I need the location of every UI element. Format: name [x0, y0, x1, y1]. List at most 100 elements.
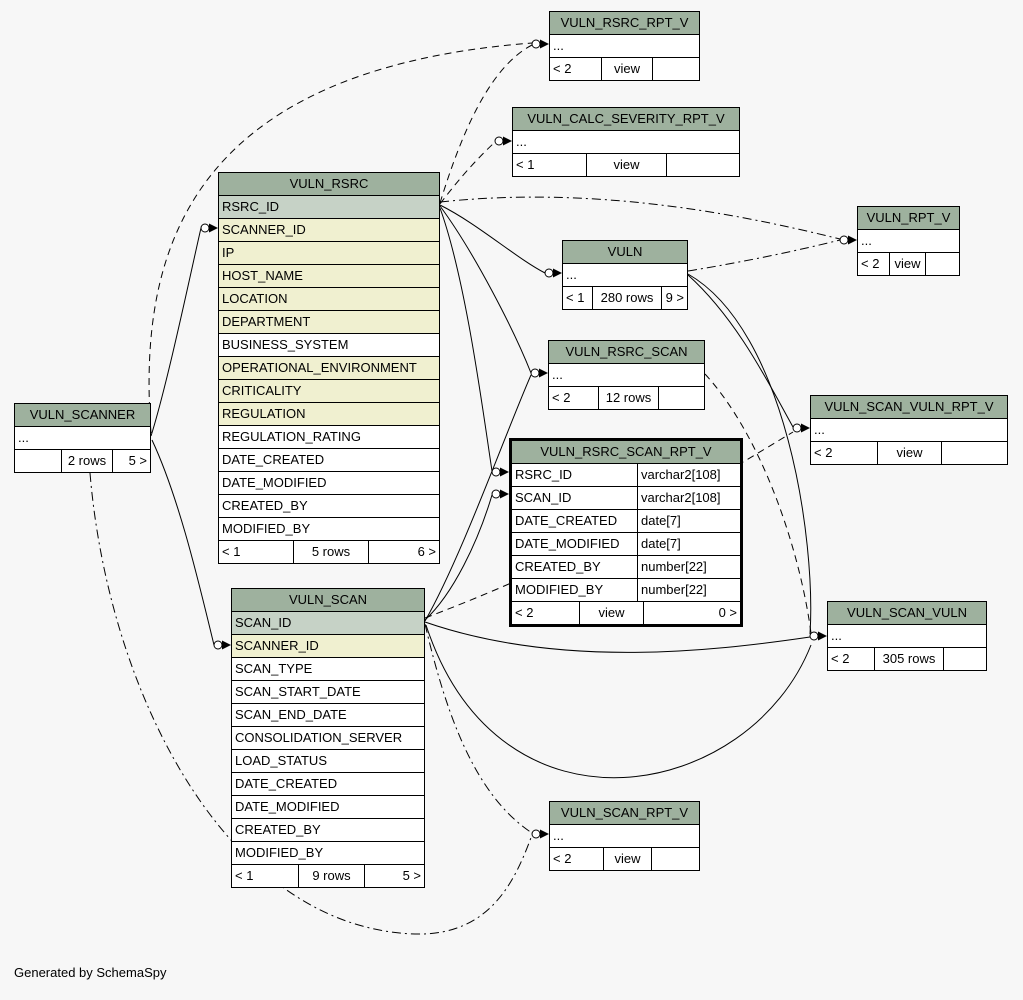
footer-cell: view: [579, 602, 643, 624]
connector-vuln_scan_vuln: [809, 631, 827, 641]
column-row[interactable]: ...: [563, 264, 687, 287]
column-row[interactable]: CREATED_BY: [219, 495, 439, 518]
column-row[interactable]: ...: [828, 625, 986, 648]
column-row[interactable]: DATE_MODIFIED: [219, 472, 439, 495]
table-title[interactable]: VULN_RSRC: [219, 173, 439, 196]
column-row[interactable]: REGULATION: [219, 403, 439, 426]
table-title[interactable]: VULN: [563, 241, 687, 264]
column-name: MODIFIED_BY: [222, 521, 311, 536]
column-type: varchar2[108]: [637, 464, 740, 486]
column-name: SCAN_TYPE: [235, 661, 313, 676]
column-row[interactable]: LOAD_STATUS: [232, 750, 424, 773]
column-name: OPERATIONAL_ENVIRONMENT: [222, 360, 417, 375]
column-row[interactable]: LOCATION: [219, 288, 439, 311]
edge-vuln-vuln_scan_vuln: [687, 273, 812, 635]
column-name: SCAN_END_DATE: [235, 707, 347, 722]
footer-cell: 6 >: [368, 541, 439, 563]
column-row[interactable]: ...: [513, 131, 739, 154]
footer-cell: < 1: [566, 290, 585, 305]
column-name: DATE_MODIFIED: [222, 475, 327, 490]
column-row[interactable]: MODIFIED_BY: [219, 518, 439, 541]
column-row[interactable]: ...: [15, 427, 150, 450]
table-title[interactable]: VULN_RPT_V: [858, 207, 959, 230]
footer-cell: 12 rows: [598, 387, 658, 409]
column-row[interactable]: RSRC_ID: [219, 196, 439, 219]
footer-cell: < 1: [235, 868, 254, 883]
edge-vuln_rsrc-vuln: [439, 204, 546, 274]
connector-vuln_calc_severity_rpt_v: [494, 136, 512, 146]
footer-cell: view: [889, 253, 925, 275]
column-row[interactable]: SCANNER_ID: [219, 219, 439, 242]
column-row[interactable]: SCAN_TYPE: [232, 658, 424, 681]
table-title[interactable]: VULN_SCAN_RPT_V: [550, 802, 699, 825]
connector-vuln_rsrc_scan: [530, 368, 548, 378]
footer-cell: 5 >: [112, 450, 150, 472]
table-title[interactable]: VULN_RSRC_SCAN_RPT_V: [512, 441, 740, 464]
column-row[interactable]: ...: [858, 230, 959, 253]
column-name: CRITICALITY: [222, 383, 302, 398]
column-row[interactable]: DATE_CREATED: [232, 773, 424, 796]
column-row[interactable]: ...: [549, 364, 704, 387]
footer-cell: view: [586, 154, 666, 176]
column-row[interactable]: SCAN_ID: [232, 612, 424, 635]
footer-cell: < 2: [553, 61, 572, 76]
column-row[interactable]: REGULATION_RATING: [219, 426, 439, 449]
footer-cell: [941, 442, 1007, 464]
footer-note: Generated by SchemaSpy: [14, 965, 167, 980]
column-row[interactable]: SCANNER_ID: [232, 635, 424, 658]
column-row[interactable]: ...: [550, 35, 699, 58]
column-row[interactable]: SCAN_START_DATE: [232, 681, 424, 704]
connector-vuln_scan_vuln_rpt_v: [792, 423, 810, 433]
column-row[interactable]: SCAN_END_DATE: [232, 704, 424, 727]
column-name: SCANNER_ID: [222, 222, 306, 237]
edge-vuln_rsrc-vuln_rsrc_scan: [439, 205, 532, 374]
column-row[interactable]: DATE_CREATED: [219, 449, 439, 472]
column-row[interactable]: MODIFIED_BY: [232, 842, 424, 865]
table-title[interactable]: VULN_SCAN_VULN: [828, 602, 986, 625]
column-row[interactable]: DATE_MODIFIED: [232, 796, 424, 819]
edge-vuln_rsrc-vuln_rpt_v: [439, 196, 841, 240]
footer-cell: view: [603, 848, 651, 870]
column-name: ...: [553, 38, 564, 53]
column-name: IP: [222, 245, 235, 260]
column-row[interactable]: CONSOLIDATION_SERVER: [232, 727, 424, 750]
column-row[interactable]: BUSINESS_SYSTEM: [219, 334, 439, 357]
table-title[interactable]: VULN_SCANNER: [15, 404, 150, 427]
footer-cell: view: [601, 58, 652, 80]
column-row[interactable]: ...: [550, 825, 699, 848]
column-name: CREATED_BY: [222, 498, 308, 513]
table-title[interactable]: VULN_SCAN: [232, 589, 424, 612]
column-name: DATE_CREATED: [222, 452, 325, 467]
column-row[interactable]: OPERATIONAL_ENVIRONMENT: [219, 357, 439, 380]
column-row[interactable]: IP: [219, 242, 439, 265]
table-title[interactable]: VULN_CALC_SEVERITY_RPT_V: [513, 108, 739, 131]
column-row[interactable]: ...: [811, 419, 1007, 442]
table-title[interactable]: VULN_RSRC_SCAN: [549, 341, 704, 364]
footer-cell: [652, 58, 699, 80]
column-row[interactable]: CREATED_BY: [232, 819, 424, 842]
table-title[interactable]: VULN_SCAN_VULN_RPT_V: [811, 396, 1007, 419]
footer-cell: < 2: [831, 651, 850, 666]
footer-cell: [15, 450, 61, 472]
column-name: SCANNER_ID: [235, 638, 319, 653]
column-row[interactable]: HOST_NAME: [219, 265, 439, 288]
column-name: ...: [553, 828, 564, 843]
column-row[interactable]: DEPARTMENT: [219, 311, 439, 334]
column-row[interactable]: CRITICALITY: [219, 380, 439, 403]
table-title[interactable]: VULN_RSRC_RPT_V: [550, 12, 699, 35]
